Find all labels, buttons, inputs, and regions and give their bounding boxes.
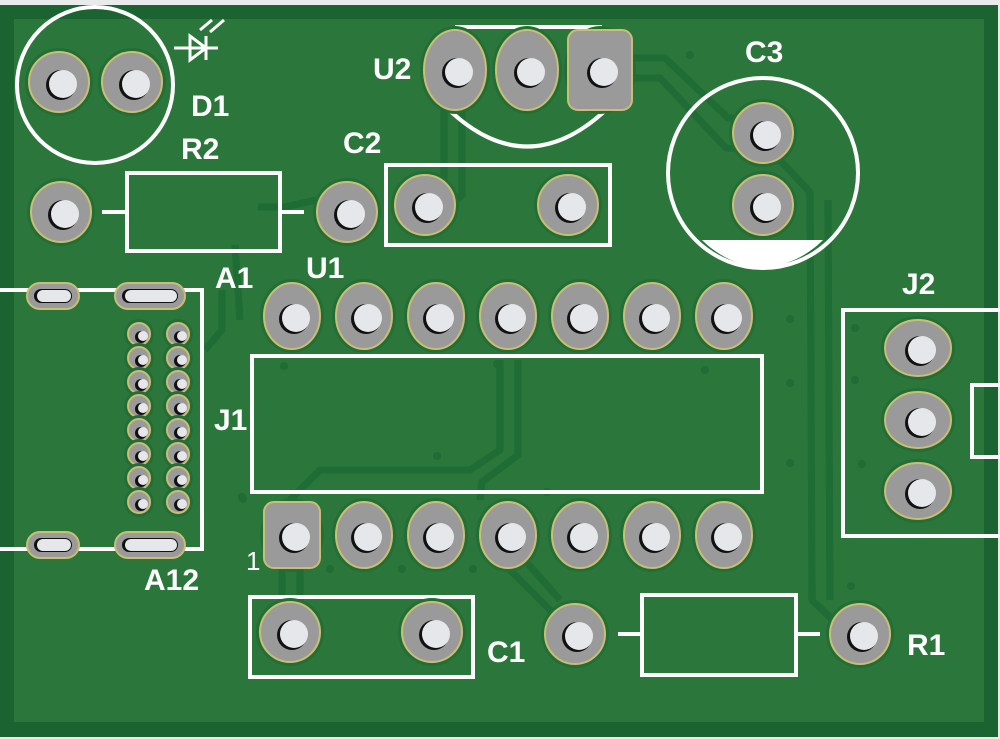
label-r2: R2 [181, 133, 219, 166]
u1-outline [250, 354, 764, 494]
j1-pin [124, 391, 154, 421]
d1-pad [25, 48, 93, 116]
j1-pin [163, 487, 193, 517]
j1-pin [163, 463, 193, 493]
j1-outline [0, 288, 204, 551]
r2-pad [27, 178, 95, 246]
u2-pad [492, 26, 562, 114]
c3-pad [729, 99, 797, 167]
u2-pad [564, 26, 636, 114]
u1-pad [332, 279, 396, 353]
label-c1: C1 [487, 636, 525, 669]
j1-shield-slot [26, 282, 80, 310]
c1-pad [256, 598, 324, 666]
u1-pad [332, 498, 396, 572]
label-j1: J1 [214, 404, 247, 437]
u1-pad [404, 498, 468, 572]
j1-shield-slot [114, 531, 186, 559]
j1-pin [163, 415, 193, 445]
silkscreen [0, 5, 1000, 679]
c2-pad [391, 171, 459, 239]
u1-pad [476, 498, 540, 572]
label-d1: D1 [191, 90, 229, 123]
u1-pad [476, 279, 540, 353]
pads [25, 26, 955, 668]
j1-pin [163, 319, 193, 349]
r2-pad [313, 178, 381, 246]
r1-pad [826, 600, 894, 668]
trace [258, 196, 317, 211]
j2-tab [970, 383, 1000, 459]
c2-pad [534, 171, 602, 239]
j2-outline [841, 308, 1000, 538]
u1-pad [260, 279, 324, 353]
label-c3: C3 [745, 36, 783, 69]
label-r1: R1 [907, 629, 945, 662]
u1-pad [548, 279, 612, 353]
u1-pad [404, 279, 468, 353]
label-a1: A1 [215, 262, 253, 295]
j1-pin [124, 343, 154, 373]
trace [287, 360, 504, 503]
label-u1-pin1: 1 [246, 546, 260, 576]
j1-pin [163, 343, 193, 373]
led-icon [174, 18, 225, 63]
c2-outline [384, 163, 612, 247]
d1-outline [15, 5, 175, 165]
label-j2: J2 [902, 268, 935, 301]
u1-pad [548, 498, 612, 572]
u1-pad [620, 498, 684, 572]
j1-pin [124, 487, 154, 517]
traces [202, 54, 861, 634]
j2-pad [881, 459, 955, 523]
u2-arc [445, 106, 610, 149]
j1-shield-slot [26, 531, 80, 559]
trace [231, 244, 244, 321]
c1-pad [398, 598, 466, 666]
j1-pin [124, 367, 154, 397]
trace [202, 290, 226, 353]
c1-outline [248, 595, 475, 679]
c3-pad [729, 171, 797, 239]
j1-pin [124, 415, 154, 445]
u1-pad [692, 279, 756, 353]
c3-polarity-mark [702, 240, 823, 268]
trace [824, 199, 834, 601]
j2-pad [881, 388, 955, 452]
j1-pin [124, 319, 154, 349]
pcb-left-edge [0, 5, 14, 737]
label-u2: U2 [373, 53, 411, 86]
u1-pad [620, 279, 684, 353]
d1-pad [98, 48, 166, 116]
u1-pad [260, 498, 324, 572]
label-a12: A12 [144, 564, 199, 597]
j2-pad [881, 316, 955, 380]
r1-pad [541, 600, 609, 668]
j1-pin [163, 439, 193, 469]
u1-pad [692, 498, 756, 572]
u2-pad [420, 26, 490, 114]
label-c2: C2 [343, 127, 381, 160]
j1-pin [124, 439, 154, 469]
j1-pin [124, 463, 154, 493]
j1-shield-slot [114, 282, 186, 310]
label-u1: U1 [306, 252, 344, 285]
